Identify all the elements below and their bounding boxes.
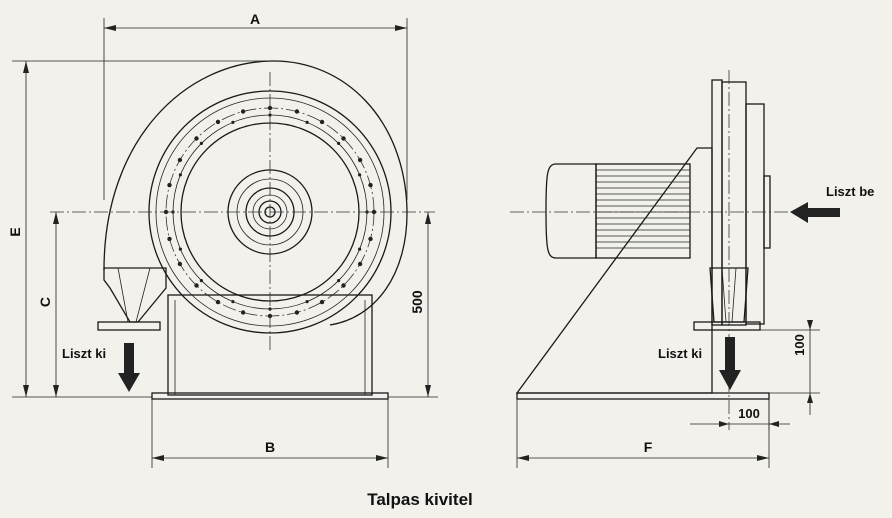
dim-f-arrow-left	[517, 455, 529, 461]
bolt-hole	[294, 310, 300, 315]
bolt-hole	[337, 279, 341, 283]
hopper-line-2	[135, 267, 151, 323]
side-hopper-line-2	[731, 267, 737, 323]
side-outlet-arrow	[719, 337, 741, 390]
bolt-hole	[358, 173, 362, 177]
dim-b-arrow-right	[376, 455, 388, 461]
housing-body	[721, 81, 747, 326]
dim-100v-label: 100	[792, 334, 807, 356]
dim-c-label: C	[37, 297, 53, 307]
hopper-line-1	[117, 267, 129, 323]
front-outlet-arrow	[118, 343, 140, 392]
volute-housing	[103, 60, 408, 326]
bolt-hole	[240, 109, 246, 114]
side-base-plate	[516, 392, 770, 400]
dim-500-label: 500	[409, 290, 425, 314]
dim-c-arrow-bottom	[53, 385, 59, 397]
dim-100h-label: 100	[738, 406, 760, 421]
housing-back-plate	[745, 103, 765, 325]
motor-fins	[595, 163, 691, 259]
dim-e-arrow-top	[23, 61, 29, 73]
bolt-hole	[368, 182, 373, 188]
flange-bolts	[163, 105, 377, 319]
bolt-hole	[215, 299, 221, 305]
dim-c-arrow-top	[53, 212, 59, 224]
bolt-hole	[231, 120, 235, 124]
outlet-flange	[97, 321, 161, 331]
dim-500-arrow-bottom	[425, 385, 431, 397]
bolt-hole	[357, 157, 363, 163]
side-view: F 100 100 Liszt ki Liszt be	[510, 70, 874, 468]
bolt-hole	[319, 299, 325, 305]
bolt-hole	[358, 247, 362, 251]
dim-100v-arrow-bottom	[807, 393, 813, 403]
motor-body	[545, 163, 597, 259]
bolt-hole	[167, 236, 172, 242]
side-inlet-arrow	[790, 202, 840, 223]
bolt-hole	[194, 283, 199, 288]
bolt-hole	[178, 173, 182, 177]
side-outlet-label: Liszt ki	[658, 346, 702, 361]
bolt-hole	[240, 310, 246, 315]
bolt-hole	[305, 300, 309, 304]
outlet-hopper	[103, 267, 167, 323]
dim-b-label: B	[265, 439, 275, 455]
bolt-hole	[357, 261, 363, 267]
bolt-hole	[341, 136, 346, 141]
dim-b-arrow-left	[152, 455, 164, 461]
bolt-hole	[319, 119, 325, 125]
dim-100h-arrow-left	[719, 421, 729, 427]
dim-100h-arrow-right	[769, 421, 779, 427]
dim-f-label: F	[644, 439, 653, 455]
bolt-hole	[294, 109, 300, 114]
bolt-hole	[199, 279, 203, 283]
bolt-hole	[167, 182, 172, 188]
bolt-hole	[337, 141, 341, 145]
dim-100v-arrow-top	[807, 320, 813, 330]
dim-e-arrow-bottom	[23, 385, 29, 397]
dim-a-label: A	[250, 11, 260, 27]
dim-a-arrow-right	[395, 25, 407, 31]
bolt-hole	[231, 300, 235, 304]
dim-e-label: E	[7, 227, 23, 236]
bolt-hole	[199, 141, 203, 145]
bolt-hole	[177, 261, 183, 267]
dim-a-arrow-left	[104, 25, 116, 31]
bolt-hole	[215, 119, 221, 125]
bolt-hole	[305, 120, 309, 124]
bolt-hole	[341, 283, 346, 288]
motor-fin-lines	[596, 169, 690, 249]
base-plate	[151, 392, 389, 400]
bolt-hole	[268, 113, 272, 117]
side-hopper-line-1	[721, 267, 727, 323]
bolt-hole	[368, 236, 373, 242]
front-outlet-label: Liszt ki	[62, 346, 106, 361]
bolt-hole	[178, 247, 182, 251]
bolt-hole	[177, 157, 183, 163]
housing-front-plate	[711, 79, 723, 326]
dim-500-arrow-top	[425, 212, 431, 224]
bolt-hole	[194, 136, 199, 141]
front-view: A E C 500 B Liszt ki	[7, 11, 438, 468]
bolt-hole	[371, 209, 377, 215]
diagram-title: Talpas kivitel	[367, 490, 473, 509]
side-inlet-label: Liszt be	[826, 184, 874, 199]
dim-f-arrow-right	[757, 455, 769, 461]
side-outlet-flange	[693, 321, 761, 331]
